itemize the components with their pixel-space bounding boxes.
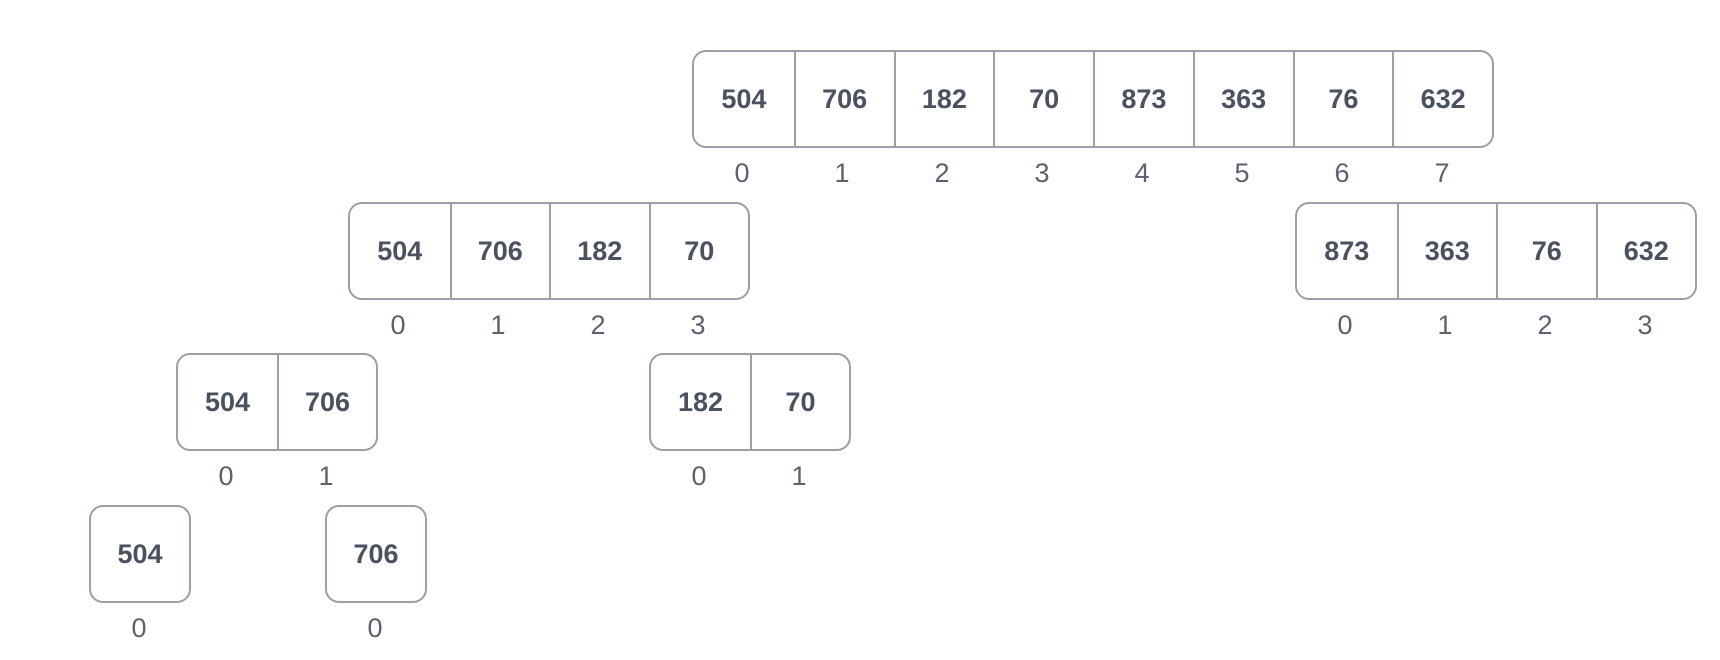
index-row-left-left-left: 0 [89, 613, 189, 644]
array-left-left-right: 706 [325, 505, 427, 603]
array-cell: 504 [117, 538, 163, 569]
array-cell: 363 [1192, 52, 1293, 146]
index-label: 0 [691, 461, 707, 491]
index-label: 5 [1234, 158, 1250, 188]
array-cell: 182 [677, 386, 724, 417]
array-cell: 706 [793, 52, 894, 146]
index-row-left-left-right: 0 [325, 613, 425, 644]
index-label: 2 [934, 158, 950, 188]
array-cell: 706 [449, 204, 550, 298]
index-label: 0 [131, 613, 147, 643]
array-cell: 76 [1292, 52, 1393, 146]
index-label: 4 [1134, 158, 1150, 188]
array-cell: 76 [1496, 204, 1596, 298]
array-cell: 504 [204, 386, 251, 417]
index-label: 2 [1537, 310, 1553, 340]
array-left-left-left: 504 [89, 505, 191, 603]
array-cell: 70 [993, 52, 1093, 146]
index-row-right: 0 1 2 3 [1295, 310, 1695, 341]
index-label: 0 [367, 613, 383, 643]
index-label: 7 [1434, 158, 1450, 188]
index-label: 3 [1637, 310, 1653, 340]
index-label: 6 [1334, 158, 1350, 188]
array-cell: 873 [1093, 52, 1193, 146]
array-cell: 70 [749, 355, 849, 449]
array-cell: 182 [893, 52, 994, 146]
index-row-root: 0 1 2 3 4 5 6 7 [692, 158, 1492, 189]
array-cell: 873 [1324, 235, 1370, 266]
index-label: 0 [218, 461, 234, 491]
array-cell: 632 [1392, 52, 1492, 146]
index-label: 1 [791, 461, 807, 491]
index-label: 1 [318, 461, 334, 491]
array-cell: 70 [648, 204, 749, 298]
index-label: 3 [1034, 158, 1050, 188]
array-cell: 504 [377, 235, 423, 266]
array-cell: 706 [353, 538, 399, 569]
array-left-left: 504 706 [176, 353, 378, 451]
index-label: 2 [590, 310, 606, 340]
array-cell: 632 [1595, 204, 1696, 298]
array-cell: 182 [549, 204, 649, 298]
index-label: 0 [734, 158, 750, 188]
array-cell: 504 [721, 83, 767, 114]
index-label: 0 [390, 310, 406, 340]
index-label: 1 [834, 158, 850, 188]
array-cell: 706 [276, 355, 376, 449]
array-left-right: 182 70 [649, 353, 851, 451]
array-cell: 363 [1396, 204, 1497, 298]
index-label: 1 [490, 310, 506, 340]
index-row-left: 0 1 2 3 [348, 310, 748, 341]
index-label: 1 [1437, 310, 1453, 340]
index-label: 3 [690, 310, 706, 340]
index-label: 0 [1337, 310, 1353, 340]
